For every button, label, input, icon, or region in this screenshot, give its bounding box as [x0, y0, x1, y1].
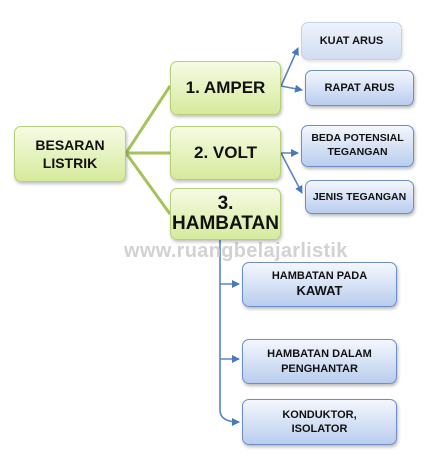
leaf-hambatan-dalam-line2: PENGHANTAR	[281, 362, 358, 375]
branch-amper-label: 1. AMPER	[185, 78, 266, 97]
connector-root-hambatan	[124, 152, 172, 215]
branch-hambatan-label-line1: 3.	[217, 193, 234, 215]
leaf-beda-potensial: BEDA POTENSIAL TEGANGAN	[301, 125, 414, 167]
arrow-kuat-arus	[280, 47, 299, 87]
leaf-kuat-arus-label: KUAT ARUS	[319, 35, 384, 47]
root-label-line1: BESARAN	[35, 136, 105, 153]
leaf-hambatan-pada-kawat-line2: KAWAT	[296, 283, 343, 299]
leaf-konduktor-line2: ISOLATOR	[291, 423, 348, 435]
leaf-konduktor-isolator: KONDUKTOR, ISOLATOR	[242, 399, 397, 445]
leaf-konduktor-line1: KONDUKTOR,	[282, 408, 357, 421]
leaf-beda-potensial-line1: BEDA POTENSIAL	[311, 132, 404, 145]
branch-amper: 1. AMPER	[170, 61, 281, 115]
branch-volt: 2. VOLT	[170, 126, 281, 180]
leaf-beda-potensial-line2: TEGANGAN	[327, 146, 388, 158]
watermark: www.ruangbelajarlistik	[124, 240, 348, 262]
branch-hambatan-label-line2: HAMBATAN	[172, 213, 279, 234]
arrow-jenis-tegangan	[280, 152, 303, 194]
leaf-hambatan-pada-kawat-line1: HAMBATAN PADA	[271, 269, 368, 282]
branch-hambatan: 3. HAMBATAN	[170, 188, 281, 240]
leaf-rapat-arus: RAPAT ARUS	[305, 70, 414, 106]
leaf-hambatan-dalam-penghantar: HAMBATAN DALAM PENGHANTAR	[242, 339, 397, 384]
leaf-jenis-tegangan-label: JENIS TEGANGAN	[312, 191, 407, 203]
leaf-hambatan-pada-kawat: HAMBATAN PADA KAWAT	[242, 262, 397, 307]
leaf-jenis-tegangan: JENIS TEGANGAN	[305, 180, 414, 214]
arrow-konduktor	[219, 409, 240, 426]
arrow-rapat-arus	[280, 84, 303, 93]
root-label-line2: LISTRIK	[42, 155, 98, 171]
root-node: BESARAN LISTRIK	[14, 126, 126, 182]
leaf-rapat-arus-label: RAPAT ARUS	[324, 82, 395, 94]
leaf-hambatan-dalam-line1: HAMBATAN DALAM	[267, 348, 372, 361]
leaf-kuat-arus: KUAT ARUS	[301, 22, 402, 60]
branch-volt-label: 2. VOLT	[194, 143, 257, 162]
connector-root-amper	[124, 85, 172, 154]
